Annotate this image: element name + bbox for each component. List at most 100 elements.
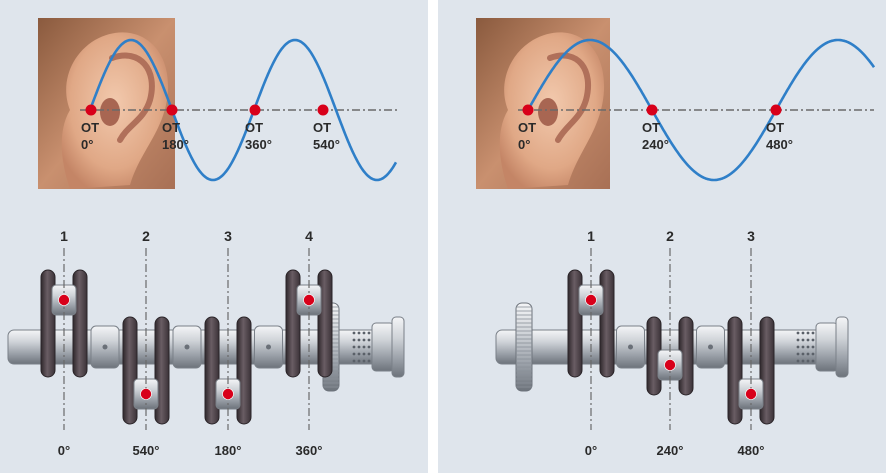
spline-tooth <box>811 338 815 342</box>
tdc-dot <box>522 104 534 116</box>
tdc-dot <box>249 104 261 116</box>
spline-tooth <box>806 352 810 356</box>
spline-tooth <box>806 338 810 342</box>
spline-tooth <box>367 338 371 342</box>
spline-tooth <box>352 359 356 363</box>
tdc-angle-label: 480° <box>766 137 793 152</box>
crank-angle-label: 180° <box>215 443 242 458</box>
spline-tooth <box>357 359 361 363</box>
spline-tooth <box>796 331 800 335</box>
crank-angle-label: 0° <box>585 443 597 458</box>
oil-hole <box>266 344 271 350</box>
crankshaft-3-cylinder <box>495 269 849 425</box>
cylinder-number: 4 <box>305 228 313 244</box>
spline-tooth <box>806 359 810 363</box>
crank-pin-dot <box>222 388 234 400</box>
spline-tooth <box>362 338 366 342</box>
spline-tooth <box>801 345 805 349</box>
tdc-label: OT <box>766 120 784 135</box>
spline-tooth <box>362 345 366 349</box>
spline-tooth <box>811 331 815 335</box>
spline-tooth <box>362 352 366 356</box>
spline-tooth <box>801 331 805 335</box>
crank-angle-label: 240° <box>657 443 684 458</box>
cylinder-number: 3 <box>747 228 755 244</box>
spline-tooth <box>362 359 366 363</box>
spline-tooth <box>367 359 371 363</box>
spline-tooth <box>367 331 371 335</box>
cylinder-number: 1 <box>60 228 68 244</box>
cylinder-markers-right: 1 0° 2 240° 3 480° <box>585 228 765 458</box>
ear-photo-left <box>38 18 175 189</box>
spline-tooth <box>367 352 371 356</box>
crankshaft-4-cylinder <box>7 269 405 425</box>
crank-angle-label: 480° <box>738 443 765 458</box>
shaft-nose <box>371 322 395 372</box>
shaft-end-flange <box>835 316 849 378</box>
crank-angle-label: 360° <box>296 443 323 458</box>
tdc-angle-label: 360° <box>245 137 272 152</box>
crank-pin-dot <box>58 294 70 306</box>
oil-hole <box>628 344 633 350</box>
tdc-dot <box>85 104 97 116</box>
tdc-angle-label: 540° <box>313 137 340 152</box>
tdc-label: OT <box>313 120 331 135</box>
tdc-label: OT <box>245 120 263 135</box>
spline-tooth <box>352 331 356 335</box>
spline-tooth <box>352 352 356 356</box>
cylinder-number: 3 <box>224 228 232 244</box>
spline-tooth <box>806 331 810 335</box>
tdc-angle-label: 240° <box>642 137 669 152</box>
crank-angle-label: 0° <box>58 443 70 458</box>
crank-pin-dot <box>585 294 597 306</box>
spline-tooth <box>796 345 800 349</box>
crank-pin-dot <box>140 388 152 400</box>
sound-wave-left <box>88 38 398 182</box>
spline-tooth <box>357 331 361 335</box>
wave-markers-right: OT 0° OT 240° OT 480° <box>518 104 793 152</box>
crank-pin-dot <box>745 388 757 400</box>
oil-hole <box>184 344 190 350</box>
spline-tooth <box>357 345 361 349</box>
oil-hole <box>708 344 713 350</box>
shaft-end-flange <box>391 316 405 378</box>
oil-hole <box>102 344 108 350</box>
cylinder-number: 2 <box>666 228 674 244</box>
tdc-dot <box>646 104 658 116</box>
ear-photo-right <box>476 18 610 189</box>
tdc-dot <box>770 104 782 116</box>
tdc-dot <box>317 104 329 116</box>
spline-tooth <box>796 352 800 356</box>
wave-markers-left: OT 0° OT 180° OT 360° OT 540° <box>81 104 340 152</box>
tdc-label: OT <box>518 120 536 135</box>
spline-tooth <box>796 359 800 363</box>
sound-wave-right <box>526 38 876 182</box>
cylinder-markers-left: 1 0° 2 540° 3 180° 4 360° <box>58 228 323 458</box>
tdc-label: OT <box>642 120 660 135</box>
spline-tooth <box>362 331 366 335</box>
spline-tooth <box>801 338 805 342</box>
shaft-nose <box>815 322 839 372</box>
spline-tooth <box>801 352 805 356</box>
spline-tooth <box>811 345 815 349</box>
tdc-angle-label: 180° <box>162 137 189 152</box>
tdc-angle-label: 0° <box>81 137 93 152</box>
tdc-label: OT <box>81 120 99 135</box>
crank-pin-dot <box>664 359 676 371</box>
spline-tooth <box>801 359 805 363</box>
spline-tooth <box>352 345 356 349</box>
spline-tooth <box>811 352 815 356</box>
cylinder-number: 2 <box>142 228 150 244</box>
spline-tooth <box>367 345 371 349</box>
spline-tooth <box>357 338 361 342</box>
spline-tooth <box>806 345 810 349</box>
spline-tooth <box>796 338 800 342</box>
tdc-label: OT <box>162 120 180 135</box>
spline-tooth <box>352 338 356 342</box>
tdc-dot <box>166 104 178 116</box>
crank-angle-label: 540° <box>133 443 160 458</box>
tdc-angle-label: 0° <box>518 137 530 152</box>
cylinder-number: 1 <box>587 228 595 244</box>
